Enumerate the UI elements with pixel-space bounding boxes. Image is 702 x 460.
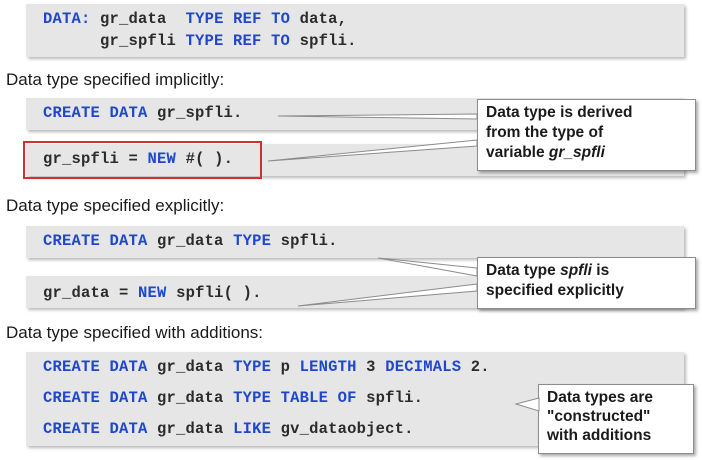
callout-line: with additions xyxy=(547,427,652,444)
code-text: gr_spfli = xyxy=(43,150,139,168)
additions-statement-2: CREATE DATA gr_data TYPE TABLE OF spfli. xyxy=(43,389,424,407)
explicit-create-statement: CREATE DATA gr_data TYPE spfli. xyxy=(43,232,338,250)
implicit-create-statement: CREATE DATA gr_spfli. xyxy=(43,104,243,122)
keyword: TYPE REF TO xyxy=(185,10,291,28)
variable: gr_spfli xyxy=(100,32,177,50)
code-text: gr_spfli. xyxy=(157,104,243,122)
declaration-code-box xyxy=(26,4,684,57)
keyword: NEW xyxy=(138,284,167,302)
keyword: CREATE DATA xyxy=(43,104,148,122)
type-name: data, xyxy=(299,10,348,28)
callout-line: from the type of xyxy=(486,124,604,141)
keyword: CREATE DATA xyxy=(43,232,148,250)
callout-line: Data types are xyxy=(547,389,653,406)
variable: gr_data xyxy=(157,232,224,250)
declaration-line-1: DATA: gr_data TYPE REF TO data, xyxy=(43,10,347,28)
callout-line: "constructed" xyxy=(547,408,651,425)
type-name: spfli. xyxy=(280,232,338,250)
callout-line: Data type is derived xyxy=(486,104,633,121)
section-heading-explicit: Data type specified explicitly: xyxy=(6,196,225,215)
highlight-frame xyxy=(23,141,262,179)
callout-line: Data type spfli is xyxy=(486,262,610,279)
keyword: TYPE REF TO xyxy=(185,32,291,50)
explicit-create-box xyxy=(26,226,684,258)
keyword: NEW xyxy=(147,150,177,168)
callout-additions: Data types are "constructed" with additi… xyxy=(538,384,694,454)
callout-line: specified explicitly xyxy=(486,282,624,299)
type-name: spfli. xyxy=(299,32,357,50)
callout-line: variable gr_spfli xyxy=(486,144,605,161)
keyword: DATA: xyxy=(43,10,91,28)
code-text: #( ). xyxy=(185,150,234,168)
code-text: gr_data = xyxy=(43,284,129,302)
implicit-new-statement: gr_spfli = NEW #( ). xyxy=(43,150,233,168)
callout-implicit: Data type is derived from the type of va… xyxy=(477,99,696,171)
variable: gr_data xyxy=(100,10,167,28)
additions-statement-3: CREATE DATA gr_data LIKE gv_dataobject. xyxy=(43,420,414,438)
explicit-new-statement: gr_data = NEW spfli( ). xyxy=(43,284,262,302)
pointer-implicit-2 xyxy=(267,139,478,162)
pointer-implicit-1 xyxy=(277,113,478,120)
additions-statement-1: CREATE DATA gr_data TYPE p LENGTH 3 DECI… xyxy=(43,358,490,376)
code-text: spfli( ). xyxy=(176,284,262,302)
pointer-additions xyxy=(514,397,540,412)
section-heading-implicit: Data type specified implicitly: xyxy=(6,70,225,89)
pointer-explicit-2 xyxy=(297,283,478,307)
callout-explicit: Data type spfli is specified explicitly xyxy=(477,257,696,309)
section-heading-additions: Data type specified with additions: xyxy=(6,323,264,342)
pointer-explicit-1 xyxy=(377,257,478,277)
keyword: TYPE xyxy=(233,232,272,250)
declaration-line-2: gr_spfli TYPE REF TO spfli. xyxy=(43,32,357,50)
